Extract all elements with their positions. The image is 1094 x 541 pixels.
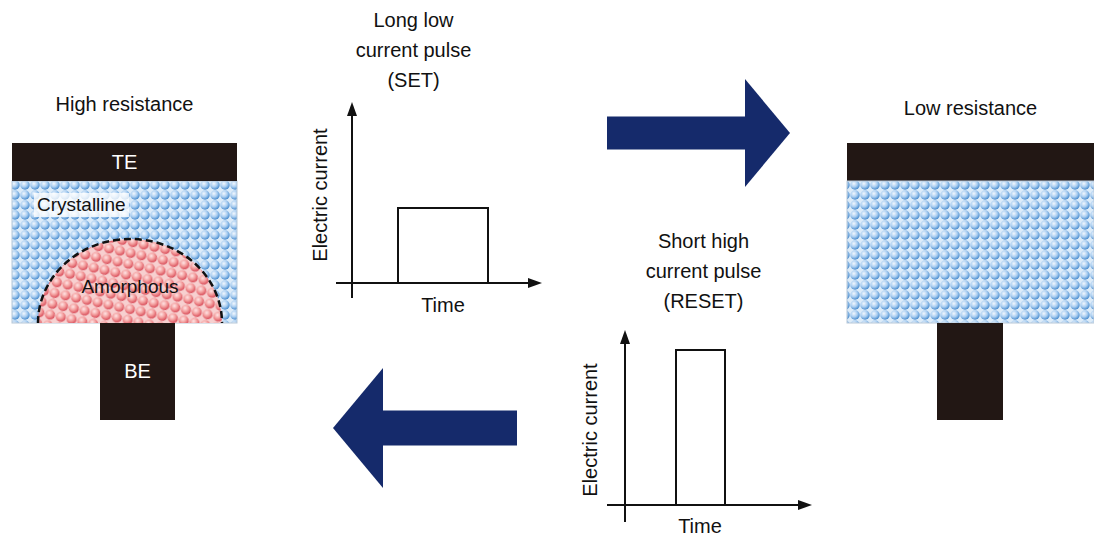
axis-label: Electric current — [308, 128, 332, 261]
amorphous-boundary — [38, 239, 222, 323]
top-electrode — [847, 143, 1094, 181]
axis-label: Time — [678, 514, 722, 538]
amorphous-fill — [38, 239, 222, 323]
memory-cell: High resistanceTE CrystallineAmorphousBE — [12, 88, 237, 440]
arrow-head — [745, 79, 790, 187]
axis-arrowhead — [620, 330, 630, 344]
axis-label: Electric current — [578, 363, 602, 496]
set-pulse-graph — [336, 102, 542, 298]
pulse-title: Long low current pulse (SET) — [346, 5, 481, 95]
crystalline-layer — [12, 181, 237, 323]
x-axis — [607, 504, 800, 506]
pulse-title: Short high current pulse (RESET) — [636, 226, 771, 316]
axis-arrowhead — [347, 102, 357, 116]
current-pulse — [676, 350, 725, 505]
y-axis — [351, 114, 353, 298]
arrow-shaft — [237, 411, 847, 446]
axis-label: Time — [421, 293, 465, 317]
arrow-head — [333, 368, 383, 488]
amorphous-region: Amorphous — [38, 239, 222, 323]
y-axis — [624, 342, 626, 522]
x-axis — [336, 282, 530, 284]
crystalline-region-label: Crystalline — [34, 193, 129, 217]
axis-arrowhead — [528, 278, 542, 288]
current-pulse — [398, 208, 488, 283]
transition-arrow — [237, 368, 847, 488]
memory-cell-label: High resistance — [56, 92, 194, 116]
memory-cell-label: Low resistance — [904, 96, 1037, 120]
bottom-electrode — [937, 323, 1003, 420]
memory-cell: Low resistance — [847, 88, 1094, 440]
top-electrode: TE — [12, 143, 237, 181]
top-electrode-label: TE — [112, 150, 138, 174]
crystalline-region: CrystallineAmorphous — [12, 181, 237, 323]
axis-arrowhead — [798, 500, 812, 510]
bottom-electrode-label: BE — [124, 359, 151, 383]
amorphous-region-label: Amorphous — [81, 275, 178, 299]
crystalline-layer — [847, 181, 1094, 323]
reset-pulse-graph — [607, 330, 812, 522]
bottom-electrode: BE — [100, 323, 175, 420]
